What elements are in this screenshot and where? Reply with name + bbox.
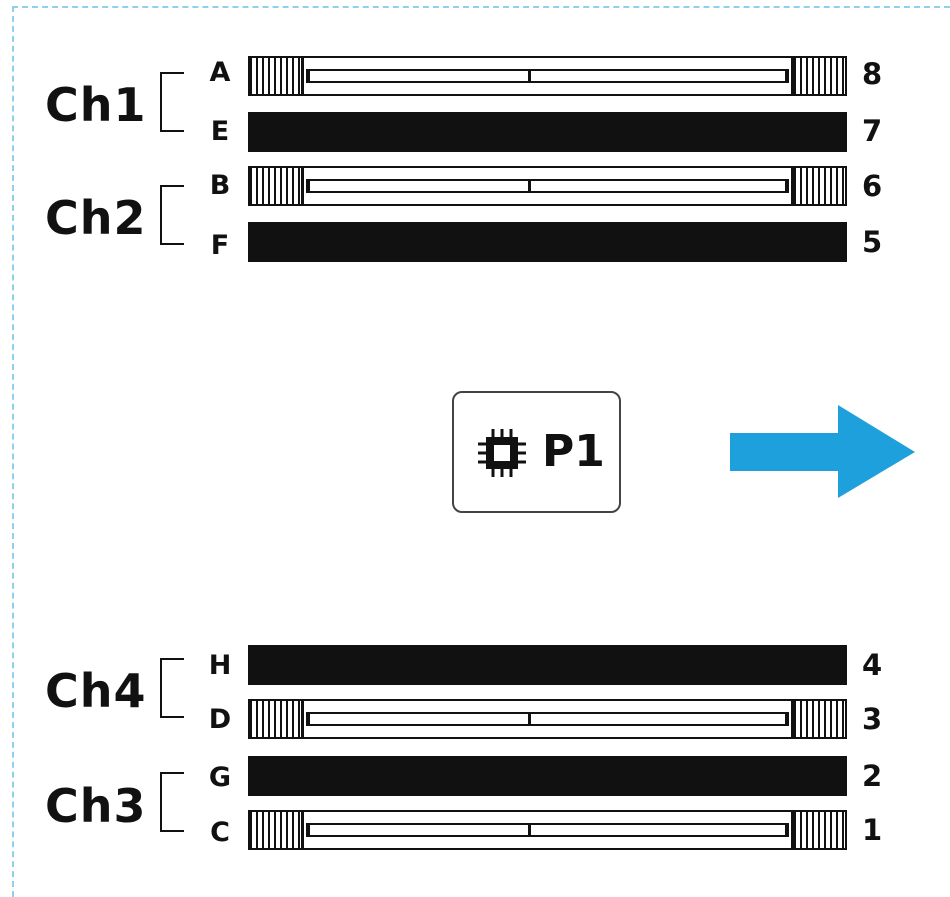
dimm-slot-f bbox=[248, 222, 847, 262]
slot-number-2: 2 bbox=[862, 759, 883, 793]
slot-key-notch bbox=[528, 179, 531, 193]
arrow-right-icon bbox=[730, 405, 915, 498]
cpu-label: P1 bbox=[542, 426, 605, 477]
slot-number-7: 7 bbox=[862, 114, 883, 148]
slot-latch-left bbox=[250, 812, 304, 848]
slot-rail bbox=[306, 712, 789, 726]
slot-letter-a: A bbox=[209, 57, 231, 88]
channel-label-ch1: Ch1 bbox=[45, 78, 147, 132]
slot-number-4: 4 bbox=[862, 648, 883, 682]
slot-key-notch bbox=[528, 69, 531, 83]
dimm-slot-d bbox=[248, 699, 847, 739]
channel-label-ch3: Ch3 bbox=[45, 779, 147, 833]
slot-letter-c: C bbox=[210, 817, 230, 848]
slot-letter-e: E bbox=[210, 116, 230, 147]
slot-rail bbox=[306, 179, 789, 193]
slot-rail bbox=[306, 69, 789, 83]
slot-rail bbox=[306, 823, 789, 837]
channel-label-ch4: Ch4 bbox=[45, 664, 147, 718]
dimm-slot-e bbox=[248, 112, 847, 152]
frame-top-border bbox=[12, 6, 950, 8]
slot-latch-left bbox=[250, 701, 304, 737]
slot-number-1: 1 bbox=[862, 813, 883, 847]
channel-label-ch2: Ch2 bbox=[45, 191, 147, 245]
slot-key-notch bbox=[528, 823, 531, 837]
slot-number-5: 5 bbox=[862, 225, 883, 259]
dimm-slot-b bbox=[248, 166, 847, 206]
dimm-slot-g bbox=[248, 756, 847, 796]
dimm-slot-h bbox=[248, 645, 847, 685]
cpu-chip-icon bbox=[478, 429, 526, 477]
slot-latch-right bbox=[791, 701, 845, 737]
slot-key-notch bbox=[528, 712, 531, 726]
slot-latch-left bbox=[250, 168, 304, 204]
dimm-slot-c bbox=[248, 810, 847, 850]
channel-bracket-ch1 bbox=[160, 72, 184, 132]
frame-left-border bbox=[12, 6, 14, 897]
slot-number-8: 8 bbox=[862, 57, 883, 91]
slot-letter-f: F bbox=[210, 230, 230, 261]
slot-latch-left bbox=[250, 58, 304, 94]
slot-letter-g: G bbox=[208, 762, 232, 793]
slot-letter-h: H bbox=[208, 650, 232, 681]
slot-latch-right bbox=[791, 168, 845, 204]
channel-bracket-ch4 bbox=[160, 658, 184, 718]
slot-number-3: 3 bbox=[862, 702, 883, 736]
dimm-slot-a bbox=[248, 56, 847, 96]
channel-bracket-ch2 bbox=[160, 185, 184, 245]
cpu-processor-box: P1 bbox=[452, 391, 621, 513]
slot-number-6: 6 bbox=[862, 169, 883, 203]
slot-latch-right bbox=[791, 812, 845, 848]
slot-latch-right bbox=[791, 58, 845, 94]
slot-letter-b: B bbox=[209, 170, 231, 201]
channel-bracket-ch3 bbox=[160, 772, 184, 832]
slot-letter-d: D bbox=[208, 704, 232, 735]
